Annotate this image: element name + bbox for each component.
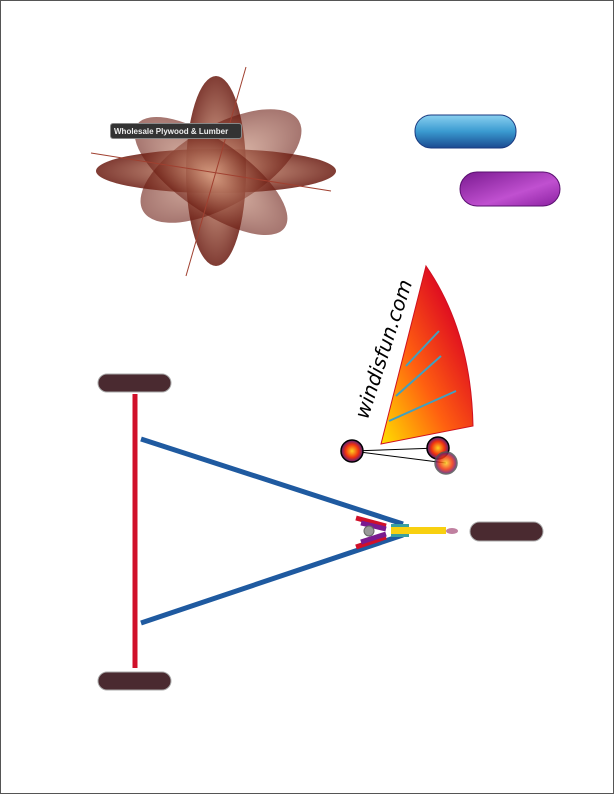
- plywood-logo-graphic: [90, 66, 336, 277]
- cart-frame: [132, 394, 458, 668]
- wheel-front: [469, 521, 544, 542]
- wheel-bottom: [97, 671, 172, 691]
- wheel-top: [97, 373, 172, 393]
- logo-caption: Wholesale Plywood & Lumber: [110, 123, 242, 139]
- purple-button[interactable]: [459, 171, 561, 207]
- land-yacht-wheels: [340, 436, 458, 475]
- windsurf-sail: [380, 264, 474, 445]
- blue-button[interactable]: [414, 114, 517, 149]
